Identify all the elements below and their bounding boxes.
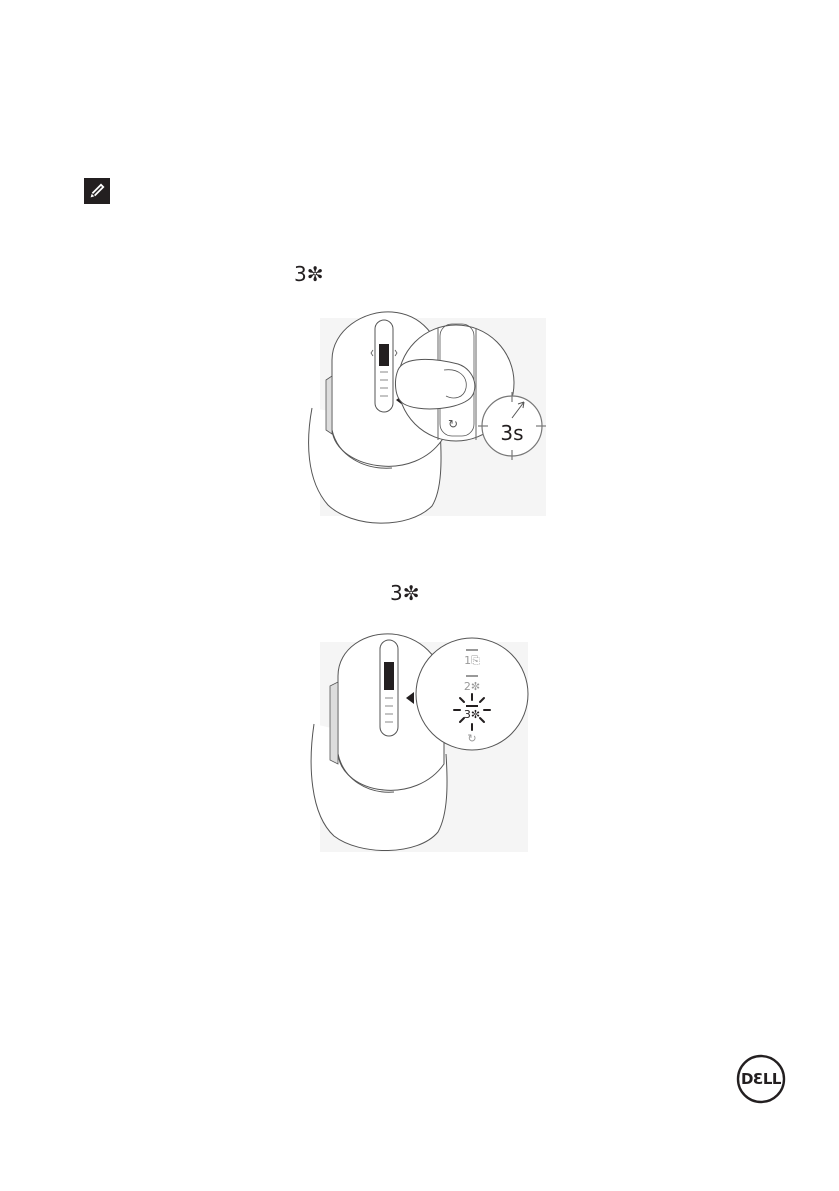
svg-text:↻: ↻	[448, 417, 458, 431]
bluetooth-channel-3-glyph-step2: 3✼	[390, 581, 419, 605]
mouse-press-pairing-button-icon: ↻ 3s	[308, 300, 548, 524]
mouse-pairing-light-blinking-icon: 1⎘ 2✼ 3✼ ↻	[308, 624, 530, 856]
indicator-label-4: ↻	[467, 732, 476, 745]
dell-logo: DƐLL	[736, 1054, 786, 1104]
indicator-label-3: 3✼	[464, 708, 480, 721]
indicator-label-2: 2✼	[464, 680, 480, 693]
indicator-label-1: 1⎘	[464, 654, 480, 667]
dell-logo-text: DƐLL	[741, 1070, 782, 1088]
pencil-note-icon	[84, 178, 110, 204]
bluetooth-channel-3-glyph: 3✼	[294, 262, 323, 286]
timer-label: 3s	[500, 421, 523, 445]
